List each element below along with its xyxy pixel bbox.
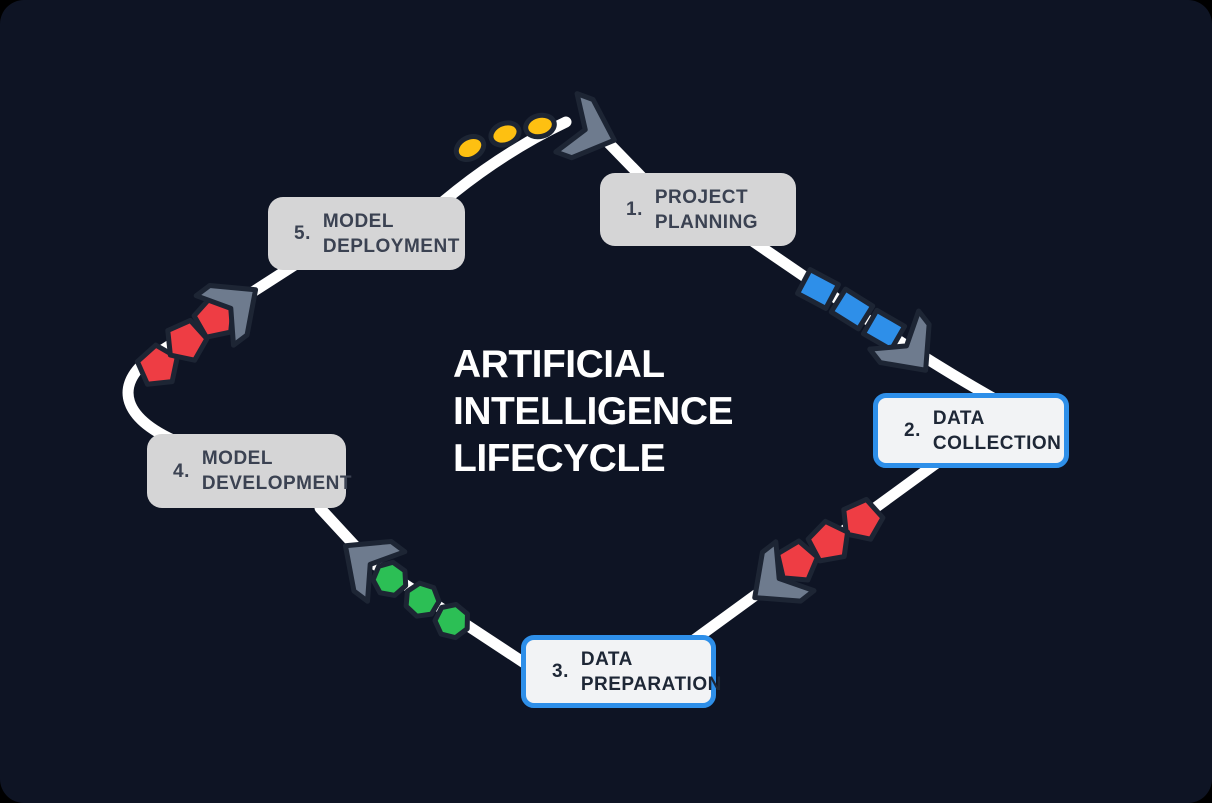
title-line: INTELLIGENCE [453,390,734,433]
stage-box-project-planning: 1. PROJECT PLANNING [600,173,796,246]
title-line: ARTIFICIAL [453,343,665,386]
chevron-arrow-icon [556,94,625,170]
stage-number: 3. [552,661,569,682]
stage-number: 2. [904,420,921,441]
yellow-oval-icon [453,133,487,163]
yellow-oval-icon [523,112,557,140]
stage-box-model-deployment: 5. MODEL DEPLOYMENT [268,197,465,270]
blue-diamond-icon [828,286,876,332]
title-line: LIFECYCLE [453,437,666,480]
stage-number: 1. [626,199,643,220]
stage-label: DATA COLLECTION [932,407,1062,454]
stage-box-model-development: 4. MODEL DEVELOPMENT [147,434,351,508]
stage-label: PROJECT PLANNING [654,186,759,233]
stage-number: 4. [173,460,190,482]
blue-diamond-markers [795,267,908,353]
stage-label: DATA PREPARATION [580,648,722,695]
yellow-oval-markers [453,112,557,163]
stage-box-data-preparation: 3. DATA PREPARATION [521,635,721,708]
page-title: ARTIFICIAL INTELLIGENCE LIFECYCLE [453,341,734,482]
stage-label: MODEL DEPLOYMENT [322,210,460,257]
stage-number: 5. [294,223,311,244]
stage-box-data-collection: 2. DATA COLLECTION [873,393,1069,468]
stage-label: MODEL DEVELOPMENT [201,448,352,494]
yellow-oval-icon [488,120,522,148]
green-heptagon-icon [371,559,409,597]
red-pentagon-markers-right [776,495,886,580]
blue-diamond-icon [795,267,841,311]
green-heptagon-markers [371,559,472,639]
blue-diamond-icon [860,307,908,353]
